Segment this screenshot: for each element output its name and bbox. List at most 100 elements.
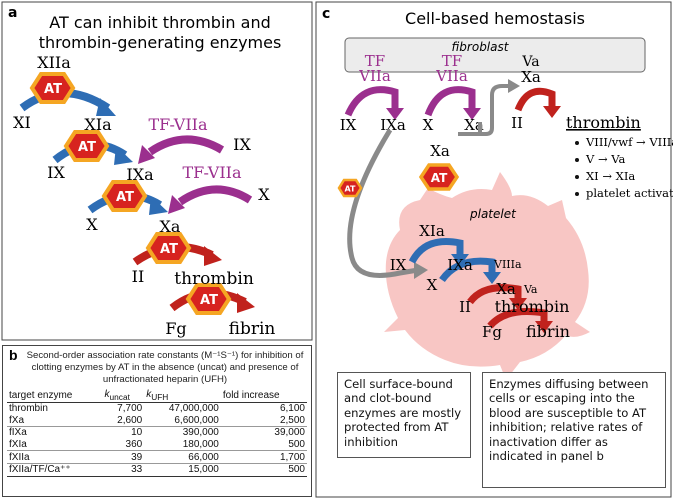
label-xia: XIa	[84, 115, 112, 134]
table-row: fXIa 360 180,000 500	[7, 439, 307, 451]
header-target-enzyme: target enzyme	[7, 389, 103, 403]
grey-arrow-xa-up	[458, 84, 510, 136]
arc-ii-thrombin-fibroblast-head	[543, 106, 561, 118]
arc-tfviia-ix-head	[138, 145, 155, 164]
bullet-dot	[575, 158, 579, 162]
label-ix: IX	[233, 135, 251, 154]
cell-fold: 2,500	[279, 414, 305, 426]
label-ixa: IXa	[447, 256, 473, 274]
label-ixa: IXa	[126, 165, 154, 184]
thrombin-action: platelet activation	[586, 186, 673, 200]
label-tf: TF	[365, 52, 385, 70]
cell-k-ufh: 180,000	[182, 439, 219, 451]
note-surface-bound: Cell surface-bound and clot-bound enzyme…	[337, 372, 471, 458]
at-hexagon: AT	[145, 232, 192, 264]
label-tf-viia: TF-VIIa	[148, 115, 207, 134]
cell-fold: 500	[288, 439, 305, 451]
header-k-ufh-sub: UFH	[151, 392, 169, 402]
at-hexagon: AT	[29, 72, 76, 104]
at-hexagon: AT	[418, 163, 460, 191]
arc-fg-fibrin-platelet	[487, 308, 548, 329]
label-ii: II	[459, 298, 471, 316]
label-thrombin: thrombin	[566, 113, 641, 132]
cell-k-uncat: 2,600	[117, 414, 143, 426]
grey-arrow-ixa-to-platelet	[347, 128, 419, 278]
arc-fg-fibrin-platelet-head	[535, 321, 553, 333]
cell-k-uncat: 360	[125, 439, 143, 451]
platelet-label: platelet	[469, 207, 517, 221]
arc-tfviia-x-head	[168, 195, 185, 214]
label-xiia: XIIa	[37, 53, 71, 72]
arc-tf-viia-x-head	[463, 108, 481, 120]
panel-a: a AT can inhibit thrombin and thrombin-g…	[1, 1, 313, 341]
header-k-symbol: k	[104, 389, 110, 400]
at-label: AT	[116, 190, 134, 205]
cell-k-uncat: 33	[102, 462, 145, 477]
header-k-ufh: kUFH	[144, 389, 221, 403]
label-x: X	[427, 276, 438, 294]
cell-k-ufh: 47,000,000	[168, 403, 219, 415]
grey-arrow-xa-up-head	[508, 79, 520, 93]
arc-xia-ix-head	[451, 254, 469, 266]
cell-k-ufh: 66,000	[144, 450, 221, 464]
cell-k-uncat: 10	[102, 426, 145, 439]
at-label: AT	[200, 293, 218, 308]
arc-xi-to-xia-head	[96, 98, 116, 116]
arc-tf-viia-x	[424, 86, 476, 117]
at-label: AT	[160, 242, 178, 257]
label-fibrin: fibrin	[229, 319, 276, 339]
at-label: AT	[78, 140, 96, 155]
panel-a-letter: a	[8, 5, 17, 21]
fibroblast-label: fibroblast	[452, 40, 510, 54]
cell-enzyme: fXIa	[9, 439, 27, 451]
label-ixa: IXa	[380, 116, 406, 134]
cell-k-ufh: 6,600,000	[174, 414, 219, 426]
arc-xia-ix	[408, 238, 464, 264]
note-diffusing-enzymes: Enzymes diffusing between cells or escap…	[482, 372, 666, 488]
label-fibrin: fibrin	[526, 322, 570, 341]
arc-tf-viia-ix	[344, 86, 399, 117]
thrombin-action: V → Va	[585, 152, 626, 166]
label-xi: XI	[13, 113, 31, 132]
cell-k-uncat: 7,700	[117, 403, 143, 415]
label-xa: Xa	[496, 280, 516, 298]
panel-a-frame	[1, 1, 313, 341]
cell-enzyme: fXa	[9, 414, 25, 426]
arc-x-to-xa-head	[149, 196, 168, 215]
at-hexagon-small: AT	[337, 178, 363, 198]
cell-enzyme: fIXa	[7, 426, 103, 439]
label-x: X	[258, 185, 270, 204]
cell-fold: 39,000	[220, 426, 307, 439]
panel-c: c Cell-based hemostasis platelet fibrobl…	[315, 1, 673, 498]
header-k-uncat-sub: uncat	[109, 392, 130, 402]
panel-c-frame	[315, 1, 672, 498]
table-row: fXa 2,600 6,600,000 2,500	[7, 415, 307, 427]
label-thrombin: thrombin	[174, 269, 254, 289]
cell-k-ufh: 15,000	[144, 462, 221, 477]
arc-tfviia-ix	[147, 135, 225, 156]
label-ix: IX	[340, 116, 357, 134]
cell-fold: 500	[220, 462, 307, 477]
label-xa: Xa	[160, 217, 181, 236]
label-va: Va	[523, 283, 538, 296]
header-k-symbol: k	[146, 389, 152, 400]
at-hexagon: AT	[185, 283, 232, 315]
label-xa-free: Xa	[430, 142, 450, 160]
cell-enzyme: fXIIa	[7, 450, 103, 464]
panel-a-title-line2: thrombin-generating enzymes	[39, 33, 282, 52]
arc-ii-to-thrombin-head	[204, 246, 222, 266]
panel-a-title-line1: AT can inhibit thrombin and	[49, 13, 270, 32]
cell-k-ufh: 390,000	[144, 426, 221, 439]
header-k-uncat: kuncat	[102, 389, 145, 403]
arc-fg-to-fibrin-head	[237, 293, 255, 313]
label-x: X	[86, 215, 98, 234]
at-hexagon: AT	[101, 180, 148, 212]
panel-c-title: Cell-based hemostasis	[405, 9, 585, 28]
thrombin-action: VIII/vwf → VIIIa	[585, 135, 673, 149]
fibroblast-cell	[344, 37, 646, 73]
arc-ixa-x	[439, 257, 496, 283]
arc-ixa-x-head	[483, 272, 501, 284]
panel-b: b Second-order association rate constant…	[2, 345, 312, 497]
table-caption: Second-order association rate constants …	[26, 350, 304, 385]
label-tf-viia: TF-VIIa	[182, 163, 241, 182]
